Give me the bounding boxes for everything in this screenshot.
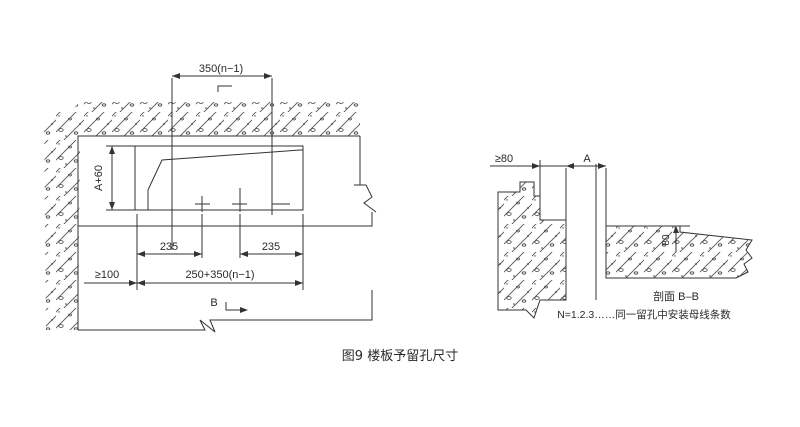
section-view [490,160,753,319]
plan-view [44,73,377,333]
plan-outline [77,135,360,330]
plan-label-top: 350(n−1) [199,63,243,75]
plan-left-wall [44,110,80,330]
section-label-A: A [583,153,591,165]
plan-top-slab [60,102,360,136]
plan-busbar-frame [147,149,303,210]
plan-label-bottom: 250+350(n−1) [185,269,254,281]
plan-dir-arrow-top [217,85,232,92]
section-label-80: 80 [661,234,672,246]
plan-label-ge100: ≥100 [95,269,119,281]
plan-section-mark [225,302,244,311]
plan-label-height: A+60 [93,165,105,191]
plan-break-right [354,184,377,213]
section-label-ge80: ≥80 [495,153,513,165]
plan-floor-line [78,212,373,227]
plan-label-235-left: 235 [160,241,178,253]
section-note: N=1.2.3……同一留孔中安装母线条数 [557,308,731,321]
section-title: 剖面 B–B [653,289,699,303]
section-slab-right [605,225,753,279]
plan-label-235-right: 235 [262,241,280,253]
plan-label-section: B [210,297,217,309]
figure-caption: 图9 楼板予留孔尺寸 [341,349,459,364]
section-wall-left [497,181,567,319]
plan-bottom-line [78,290,373,333]
